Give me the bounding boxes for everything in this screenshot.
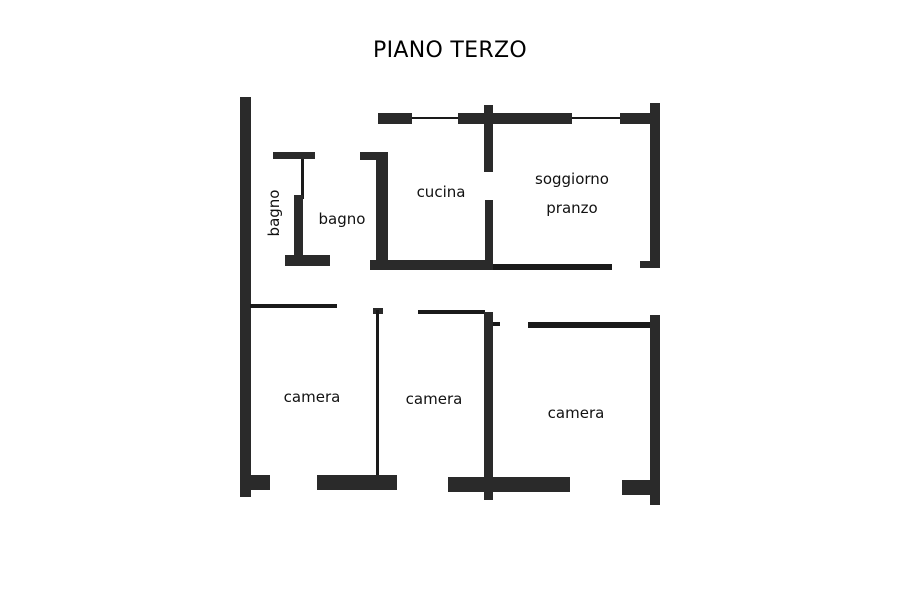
room-label-bagno: bagno — [319, 210, 366, 228]
room-label-camera-right: camera — [548, 404, 605, 422]
top-wall-middle — [458, 113, 572, 124]
wall-tick — [493, 322, 500, 326]
room-labels: bagno bagno cucina soggiorno pranzo came… — [265, 170, 609, 422]
camera-partition-thin — [376, 310, 379, 480]
bottom-wall-3 — [622, 480, 660, 495]
camera-right-wall-top — [528, 322, 652, 328]
cucina-wall-bottom — [370, 260, 490, 270]
walls — [240, 97, 660, 505]
camera-wall-middle — [484, 312, 493, 500]
room-label-camera-middle: camera — [406, 390, 463, 408]
room-label-cucina: cucina — [417, 183, 466, 201]
cucina-soggiorno-wall-lower — [485, 200, 493, 270]
room-label-bagno-small: bagno — [265, 190, 283, 237]
top-window-1 — [412, 117, 458, 119]
soggiorno-wall-bottom — [490, 264, 612, 270]
room-label-pranzo: pranzo — [546, 199, 597, 217]
top-wall-left — [378, 113, 412, 124]
outer-wall-right-top — [650, 103, 660, 268]
corridor-window-middle — [418, 310, 485, 314]
top-window-2 — [572, 117, 620, 119]
cucina-soggiorno-wall-upper — [484, 105, 493, 172]
plan-title: PIANO TERZO — [373, 38, 527, 63]
wall-stub-bottom-left — [240, 475, 270, 490]
bottom-wall-1 — [317, 475, 397, 490]
room-label-camera-left: camera — [284, 388, 341, 406]
wall-stub-right-top — [640, 261, 660, 268]
cucina-wall-top-stub — [360, 152, 388, 160]
bagno-wall-bottom — [285, 255, 330, 266]
outer-wall-left — [240, 97, 251, 497]
cucina-wall-left — [376, 152, 388, 270]
bottom-wall-2 — [448, 477, 570, 492]
bagno-wall-thin — [301, 159, 304, 199]
bagno-wall-thick — [294, 195, 303, 258]
room-label-soggiorno: soggiorno — [535, 170, 609, 188]
outer-wall-right-bottom — [650, 315, 660, 505]
bagno-wall-top — [273, 152, 315, 159]
corridor-window-left — [250, 304, 337, 308]
top-wall-right — [620, 113, 660, 124]
